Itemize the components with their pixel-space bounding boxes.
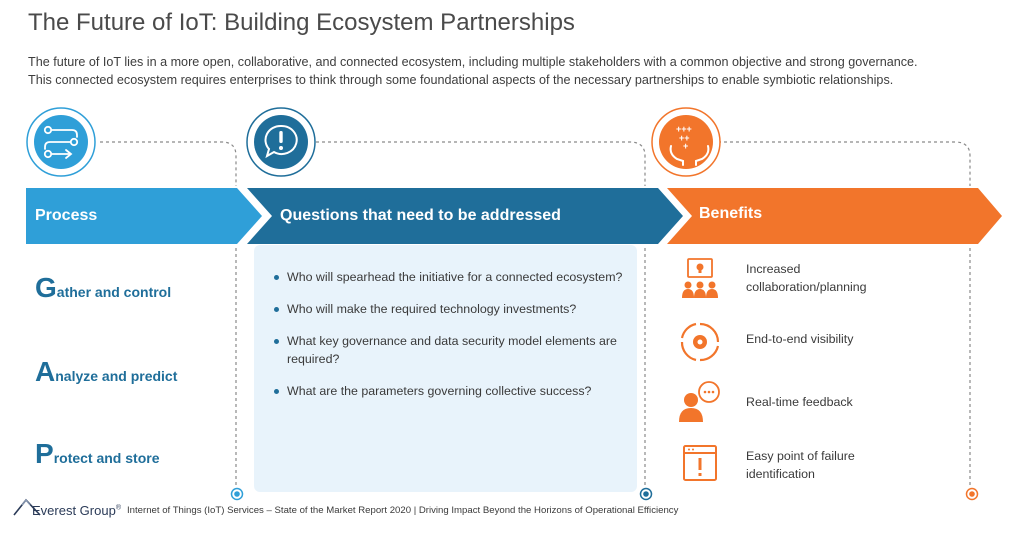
questions-band — [247, 188, 683, 244]
hands-plus-icon: +++ ++ + — [651, 107, 721, 177]
question-item: Who will make the required technology in… — [274, 300, 634, 318]
process-item-text: ather and control — [56, 284, 172, 300]
process-item-protect: Protect and store — [35, 440, 160, 468]
benefit-item: End-to-end visibility — [746, 332, 854, 346]
benefit-item: Real-time feedback — [746, 395, 853, 409]
process-band — [26, 188, 262, 244]
benefit-item: Increased collaboration/planning — [746, 262, 867, 294]
svg-text:+++: +++ — [676, 124, 692, 134]
questions-header: Questions that need to be addressed — [280, 207, 561, 224]
intro-text: The future of IoT lies in a more open, c… — [28, 53, 1008, 89]
benefit-item: Easy point of failure identification — [746, 449, 855, 481]
process-item-text: nalyze and predict — [55, 368, 178, 384]
end-dots — [230, 487, 979, 501]
questions-list: Who will spearhead the initiative for a … — [274, 268, 634, 414]
process-item-letter: P — [35, 438, 54, 469]
report-title: Internet of Things (IoT) Services – Stat… — [127, 505, 679, 516]
question-item: What key governance and data security mo… — [274, 332, 634, 368]
visibility-cycle-icon — [680, 322, 720, 362]
process-item-letter: A — [35, 356, 56, 387]
process-header: Process — [35, 207, 98, 224]
benefits-band — [667, 188, 1002, 244]
question-item: What are the parameters governing collec… — [274, 382, 634, 400]
intro-line-2: This connected ecosystem requires enterp… — [28, 73, 894, 87]
connector-questions-top — [316, 141, 646, 186]
questions-panel — [254, 245, 637, 492]
question-item: Who will spearhead the initiative for a … — [274, 268, 634, 286]
question-alert-icon — [246, 107, 316, 177]
process-item-text: rotect and store — [53, 450, 160, 466]
process-item-analyze: Analyze and predict — [35, 358, 177, 386]
failure-alert-icon — [683, 445, 717, 481]
connector-process-top — [100, 141, 237, 186]
process-flow-icon — [26, 107, 96, 177]
process-item-letter: G — [35, 272, 57, 303]
svg-text:++: ++ — [679, 133, 690, 143]
page-title: The Future of IoT: Building Ecosystem Pa… — [28, 9, 575, 36]
feedback-icon — [679, 381, 720, 422]
intro-line-1: The future of IoT lies in a more open, c… — [28, 55, 918, 69]
brand-name: Everest Group® — [32, 503, 121, 518]
svg-text:+: + — [683, 141, 688, 151]
collaboration-icon — [682, 258, 718, 298]
everest-logo-icon — [13, 498, 41, 516]
process-item-gather: Gather and control — [35, 274, 171, 302]
benefits-header: Benefits — [699, 205, 763, 222]
connector-benefits-top — [718, 141, 971, 186]
dashed-connectors — [100, 141, 971, 486]
footer: Everest Group® Internet of Things (IoT) … — [12, 498, 679, 518]
